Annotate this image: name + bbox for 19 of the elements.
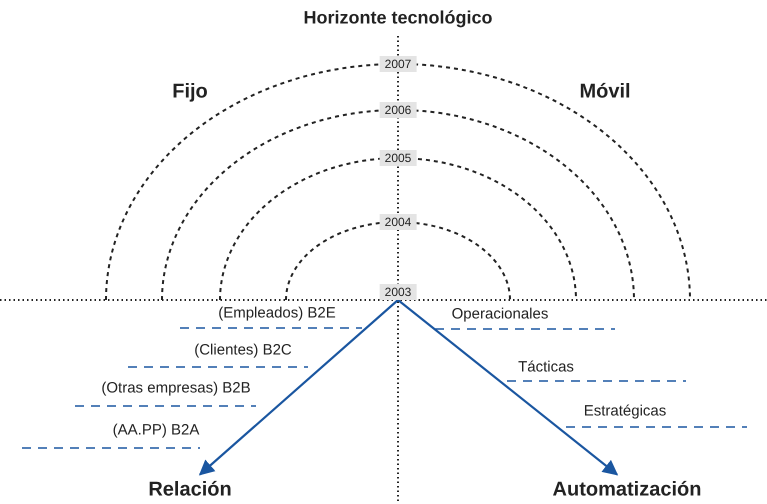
segment-label: (Empleados) B2E — [218, 304, 336, 322]
year-tag: 2003 — [380, 284, 416, 300]
segment-label: Operacionales — [452, 306, 548, 322]
arrow — [397, 299, 618, 476]
segment-label: (AA.PP) B2A — [112, 422, 200, 438]
segment-label: (Clientes) B2C — [194, 342, 292, 358]
category-heading: Fijo — [172, 80, 208, 104]
axis-heading: Relación — [148, 478, 232, 502]
axis-heading: Automatización — [552, 478, 702, 502]
arrow — [198, 299, 399, 476]
segment-label: Estratégicas — [584, 402, 666, 420]
segment-label: Tácticas — [518, 358, 574, 376]
year-tag: 2006 — [380, 102, 416, 118]
year-tag: 2005 — [380, 150, 416, 166]
title: Horizonte tecnológico — [304, 8, 492, 28]
segment-label: (Otras empresas) B2B — [101, 380, 251, 396]
category-heading: Móvil — [579, 80, 631, 104]
year-tag: 2007 — [380, 56, 416, 72]
year-tag: 2004 — [380, 214, 416, 230]
